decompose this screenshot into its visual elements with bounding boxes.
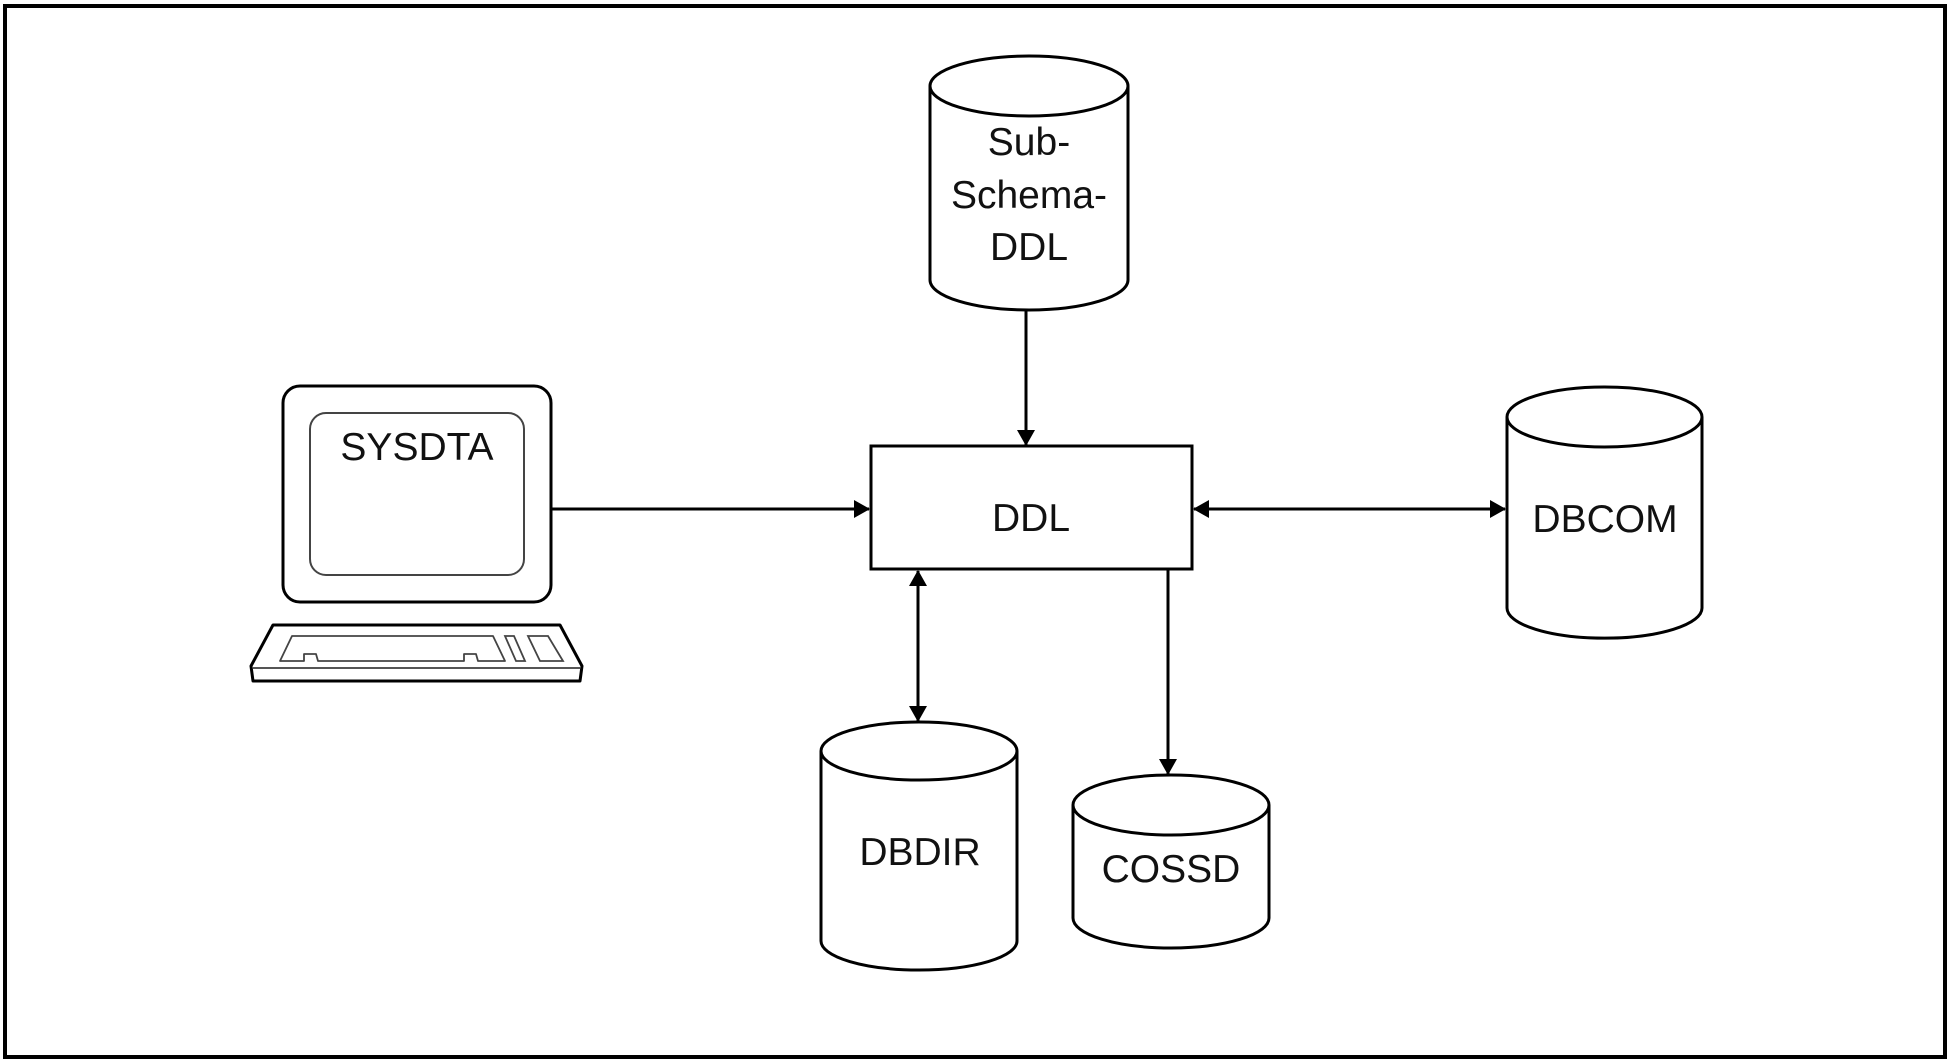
dbdir-label: DBDIR bbox=[859, 831, 980, 874]
monitor-screen bbox=[309, 412, 525, 576]
cossd-cylinder: COSSD bbox=[1071, 773, 1271, 950]
dbdir-cylinder: DBDIR bbox=[819, 720, 1019, 972]
ddl-label: DDL bbox=[992, 497, 1070, 540]
subschema-label-line-2: Schema- bbox=[951, 174, 1107, 217]
subschema-ddl-cylinder: Sub- Schema- DDL bbox=[928, 54, 1130, 312]
subschema-label-line-1: Sub- bbox=[988, 121, 1070, 164]
sysdta-terminal: SYSDTA bbox=[249, 384, 584, 683]
sysdta-label: SYSDTA bbox=[340, 426, 493, 469]
dbcom-label: DBCOM bbox=[1532, 498, 1677, 541]
ddl-process-box: DDL bbox=[869, 444, 1194, 571]
keyboard-icon bbox=[249, 623, 584, 683]
subschema-label-line-3: DDL bbox=[990, 226, 1068, 269]
cossd-label: COSSD bbox=[1102, 848, 1241, 891]
dbcom-cylinder: DBCOM bbox=[1505, 385, 1704, 640]
